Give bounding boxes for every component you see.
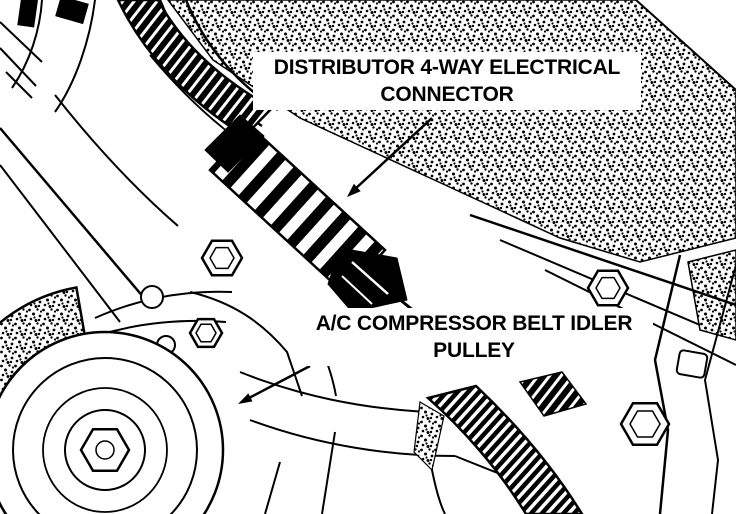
callout-arrows [238, 117, 433, 404]
top-left-parts [0, 0, 96, 113]
callout-pulley-line1: A/C COMPRESSOR BELT IDLER [315, 312, 633, 335]
left-bracket [0, 94, 303, 397]
pulley-hub-bolt [79, 427, 131, 473]
distributor-connector [204, 114, 469, 357]
hex-bolt [188, 317, 224, 349]
hex-bolt [586, 269, 630, 307]
corrugated-hose [116, 0, 275, 138]
ribbed-hose-bottom [413, 384, 584, 514]
callout-connector-line2: CONNECTOR [380, 83, 514, 106]
hex-bolt [200, 239, 244, 277]
arrow-to-pulley [238, 364, 311, 404]
callout-distributor-connector: DISTRIBUTOR 4-WAY ELECTRICAL CONNECTOR [253, 52, 641, 110]
right-side-structure [469, 213, 736, 514]
idler-pulley [0, 330, 225, 514]
callout-pulley-line2: PULLEY [433, 339, 515, 362]
arrow-to-connector [347, 117, 433, 197]
callout-idler-pulley: A/C COMPRESSOR BELT IDLER PULLEY [295, 308, 653, 366]
callout-connector-line1: DISTRIBUTOR 4-WAY ELECTRICAL [273, 56, 621, 79]
hex-bolt [619, 401, 671, 447]
drive-belt [0, 286, 86, 514]
